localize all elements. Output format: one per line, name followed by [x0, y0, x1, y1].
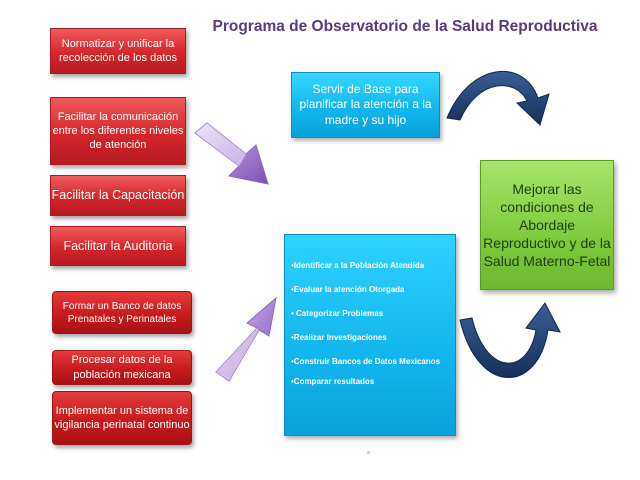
- box-procesar-datos-text: Procesar datos de la población mexicana: [71, 354, 173, 381]
- box-comunicacion: Facilitar la comunicación entre los dife…: [50, 97, 186, 165]
- box-capacitacion: Facilitar la Capacitación: [50, 175, 186, 216]
- curved-arrow-upper-icon: [446, 71, 550, 126]
- box-meta-salud: Mejorar las condiciones de Abordaje Repr…: [480, 160, 614, 290]
- box-vigilancia-text: Implementar un sistema de vigilancia per…: [54, 404, 190, 431]
- box-comunicacion-text: Facilitar la comunicación entre los dife…: [52, 110, 184, 152]
- list-item: • Categorizar Problemas: [291, 309, 384, 318]
- box-auditoria: Facilitar la Auditoria: [50, 226, 186, 266]
- list-item: •Identificar a la Población Atendida: [291, 261, 425, 270]
- diagram-title: Programa de Observatorio de la Salud Rep…: [212, 18, 598, 35]
- box-banco-datos: Formar un Banco de datos Prenatales y Pe…: [52, 291, 192, 334]
- box-capacitacion-text: Facilitar la Capacitación: [51, 188, 185, 203]
- list-item: •Realizar Investigaciones: [291, 333, 387, 342]
- list-item: •Construir Bancos de Datos Mexicanos: [291, 357, 441, 366]
- box-banco-datos-text: Formar un Banco de datos Prenatales y Pe…: [62, 300, 182, 325]
- box-servir-base-text: Servir de Base para planificar la atenci…: [299, 81, 432, 127]
- box-servir-base: Servir de Base para planificar la atenci…: [291, 72, 440, 138]
- box-meta-salud-text: Mejorar las condiciones de Abordaje Repr…: [483, 180, 611, 270]
- box-objetivos-lista: •Identificar a la Población Atendida •Ev…: [284, 234, 456, 436]
- purple-arrow-lower-icon: [215, 296, 277, 382]
- box-normatizar: Normatizar y unificar la recolección de …: [50, 28, 186, 74]
- box-procesar-datos: Procesar datos de la población mexicana: [52, 350, 192, 385]
- box-vigilancia: Implementar un sistema de vigilancia per…: [52, 391, 192, 445]
- box-auditoria-text: Facilitar la Auditoria: [63, 238, 173, 253]
- curved-arrow-lower-icon: [459, 302, 561, 378]
- list-item: •Evaluar la atención Otorgada: [291, 285, 405, 294]
- decorative-dot: [367, 451, 370, 454]
- box-normatizar-text: Normatizar y unificar la recolección de …: [58, 37, 177, 64]
- list-item: •Comparar resultados: [291, 377, 375, 386]
- purple-arrow-upper-icon: [194, 122, 269, 185]
